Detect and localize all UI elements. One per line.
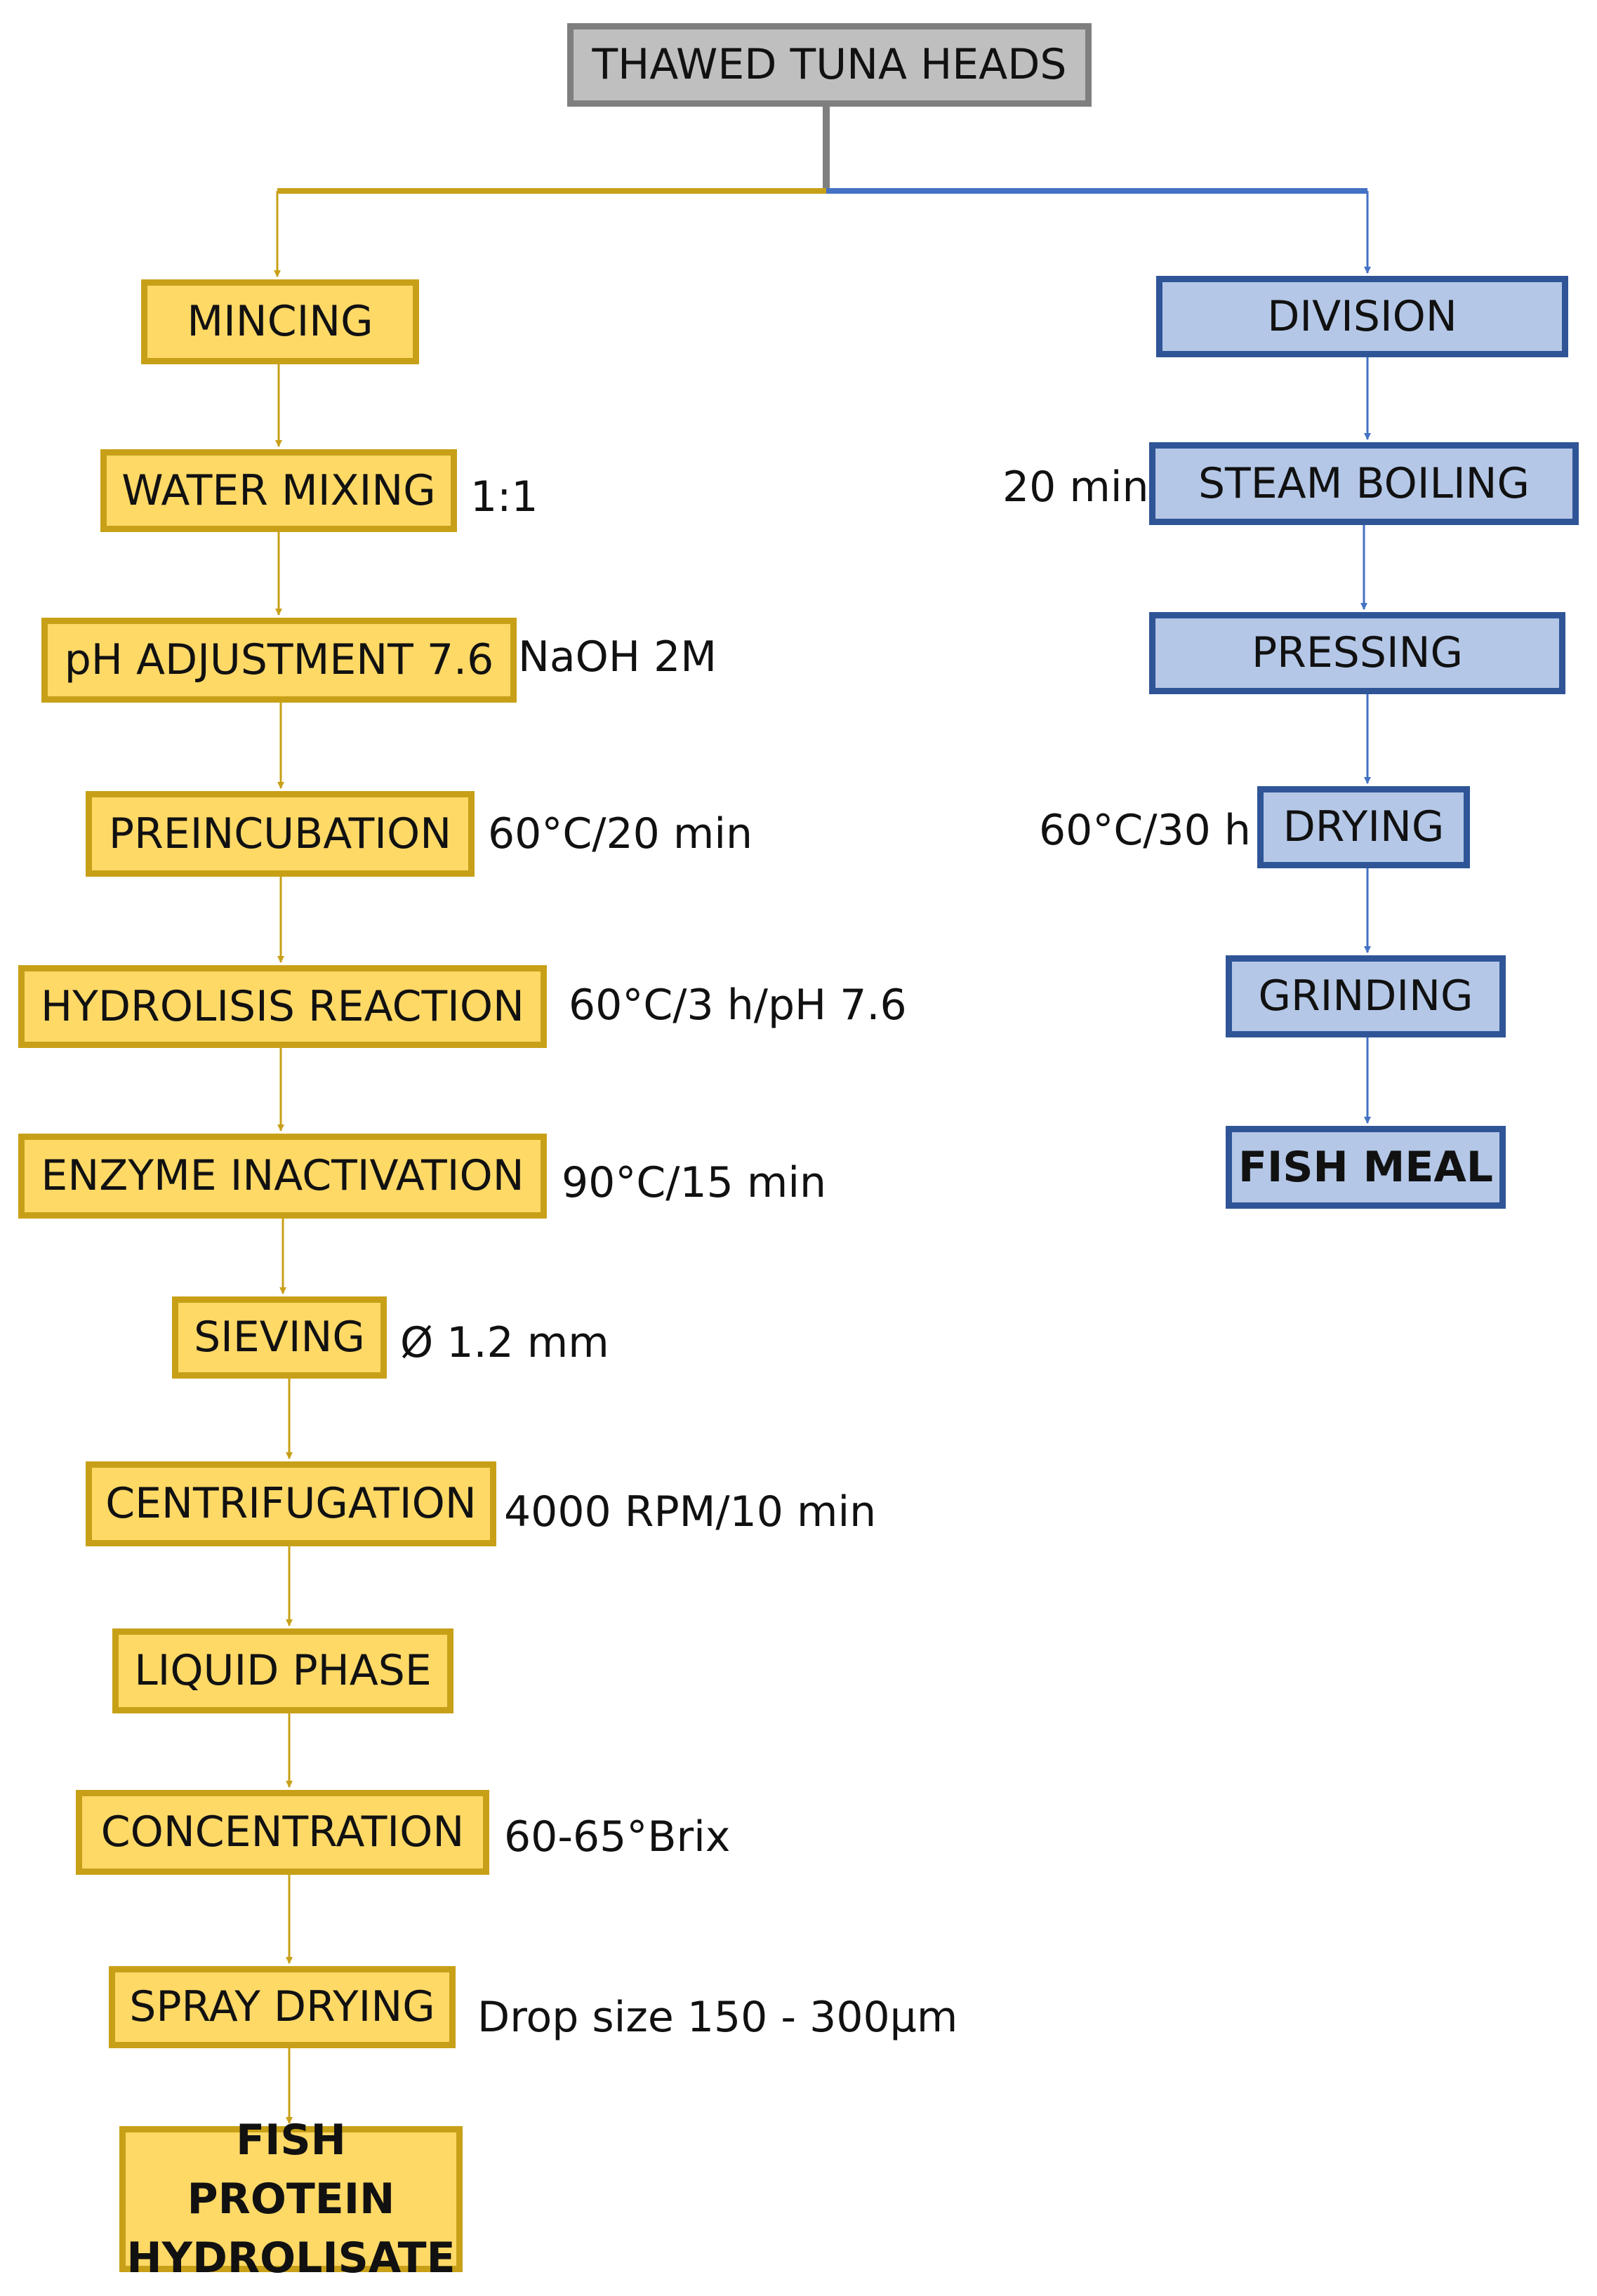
step-spray-drying: SPRAY DRYING <box>109 1966 456 2048</box>
left-branch-arrows <box>274 191 293 2124</box>
step-mincing: MINCING <box>141 279 419 364</box>
note-hydrolisis-reaction: 60°C/3 h/pH 7.6 <box>569 981 907 1030</box>
note-water-mixing: 1:1 <box>470 472 538 522</box>
note-ph-adjustment: NaOH 2M <box>518 632 717 682</box>
final-fish-meal: FISH MEAL <box>1226 1126 1506 1209</box>
note-preincubation: 60°C/20 min <box>488 809 753 858</box>
final-fish-protein-hydrolisate: FISH PROTEIN HYDROLISATE <box>119 2116 463 2283</box>
step-liquid-phase-label: LIQUID PHASE <box>134 1646 432 1695</box>
step-ph-adjustment: pH ADJUSTMENT 7.6 <box>41 618 517 703</box>
step-centrifugation-label: CENTRIFUGATION <box>105 1479 477 1528</box>
step-preincubation: PREINCUBATION <box>86 791 475 877</box>
note-enzyme-inactivation: 90°C/15 min <box>562 1158 827 1207</box>
step-pressing-label: PRESSING <box>1251 628 1464 677</box>
step-concentration: CONCENTRATION <box>76 1790 489 1875</box>
final-right-label: FISH MEAL <box>1238 1142 1493 1192</box>
final-left-line1: FISH PROTEIN <box>187 2116 395 2224</box>
step-preincubation-label: PREINCUBATION <box>108 809 452 858</box>
step-grinding: GRINDING <box>1226 955 1506 1037</box>
note-spray-drying: Drop size 150 - 300µm <box>477 1993 958 2042</box>
step-division: DIVISION <box>1156 276 1568 357</box>
step-liquid-phase: LIQUID PHASE <box>112 1628 453 1713</box>
step-drying-label: DRYING <box>1283 802 1445 851</box>
step-spray-drying-label: SPRAY DRYING <box>129 1982 435 2031</box>
step-steam-boiling: STEAM BOILING <box>1149 442 1579 525</box>
step-hydrolisis-reaction: HYDROLISIS REACTION <box>18 965 547 1048</box>
final-left-line2: HYDROLISATE <box>126 2234 456 2283</box>
step-water-mixing: WATER MIXING <box>100 449 457 532</box>
step-sieving: SIEVING <box>172 1296 387 1379</box>
step-water-mixing-label: WATER MIXING <box>121 465 436 515</box>
note-centrifugation: 4000 RPM/10 min <box>504 1487 877 1537</box>
right-branch-arrows <box>1360 191 1371 1124</box>
step-enzyme-inactivation: ENZYME INACTIVATION <box>18 1134 547 1219</box>
step-concentration-label: CONCENTRATION <box>100 1807 465 1857</box>
step-drying: DRYING <box>1257 786 1470 868</box>
note-sieving: Ø 1.2 mm <box>400 1318 609 1367</box>
step-mincing-label: MINCING <box>187 297 373 346</box>
step-enzyme-inactivation-label: ENZYME INACTIVATION <box>41 1151 524 1200</box>
step-steam-boiling-label: STEAM BOILING <box>1198 458 1530 508</box>
top-box-thawed-tuna-heads: THAWED TUNA HEADS <box>567 23 1092 107</box>
top-box-label: THAWED TUNA HEADS <box>592 40 1067 89</box>
step-sieving-label: SIEVING <box>194 1313 365 1362</box>
note-concentration: 60-65°Brix <box>504 1812 731 1862</box>
note-steam-boiling: 20 min <box>1002 463 1149 512</box>
step-centrifugation: CENTRIFUGATION <box>86 1461 496 1546</box>
step-division-label: DIVISION <box>1267 291 1457 341</box>
step-pressing: PRESSING <box>1149 612 1565 694</box>
step-ph-adjustment-label: pH ADJUSTMENT 7.6 <box>64 635 494 684</box>
step-grinding-label: GRINDING <box>1258 971 1473 1021</box>
step-hydrolisis-reaction-label: HYDROLISIS REACTION <box>41 981 524 1031</box>
note-drying: 60°C/30 h <box>1039 806 1251 855</box>
